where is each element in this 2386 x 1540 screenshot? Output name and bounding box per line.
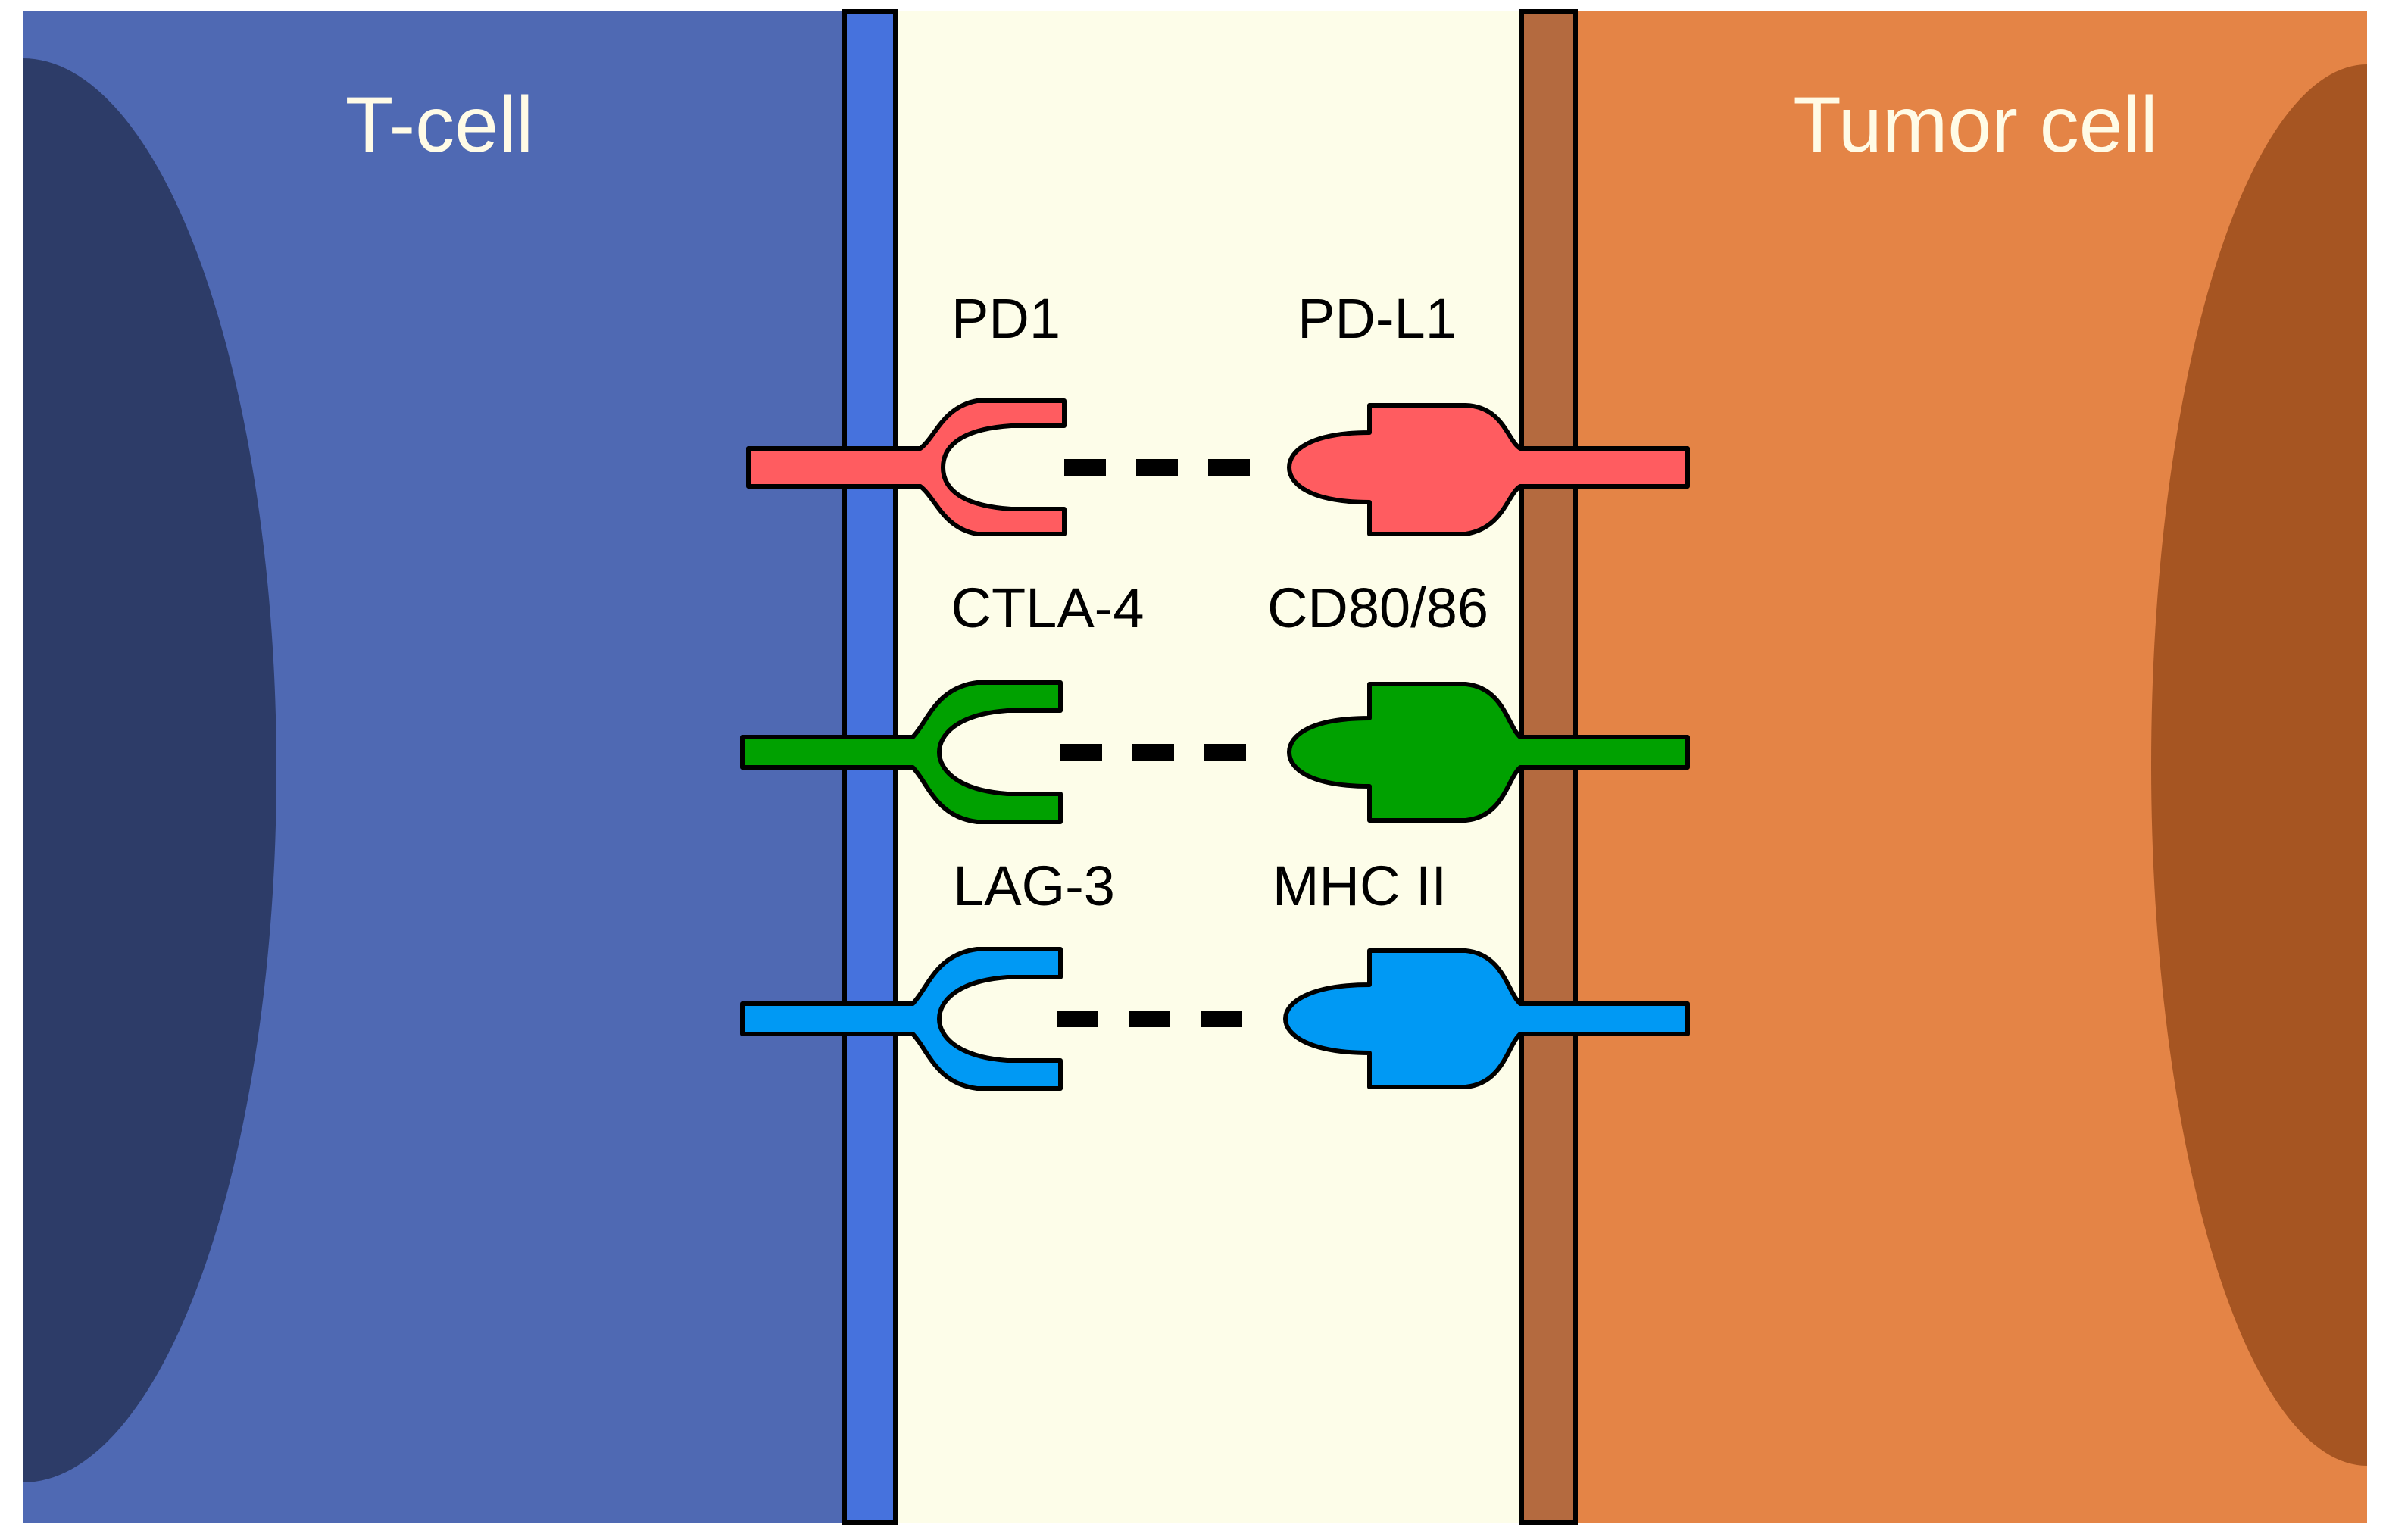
- ligand-label: MHC II: [1273, 854, 1447, 917]
- receptor-label: CTLA-4: [951, 576, 1145, 639]
- pd1-pdl1-pair: PD1 PD-L1: [746, 287, 1690, 536]
- tumor-nucleus: [2151, 64, 2367, 1466]
- ligand-shape: [1287, 403, 1690, 536]
- ligand-shape: [1283, 948, 1690, 1089]
- tcell-nucleus: [23, 58, 276, 1482]
- receptor-shape: [746, 398, 1067, 536]
- ctla4-cd8086-pair: CTLA-4 CD80/86: [740, 576, 1690, 824]
- tumor-cell-label: Tumor cell: [1793, 81, 2158, 169]
- tcell-label: T-cell: [345, 81, 533, 169]
- lag3-mhcii-pair: LAG-3 MHC II: [740, 854, 1690, 1091]
- receptor-shape: [740, 680, 1063, 824]
- ligand-label: CD80/86: [1267, 576, 1488, 639]
- receptor-label: PD1: [951, 287, 1060, 350]
- receptor-label: LAG-3: [953, 854, 1115, 917]
- receptor-shape: [740, 947, 1063, 1091]
- ligand-label: PD-L1: [1298, 287, 1457, 350]
- ligand-shape: [1287, 682, 1690, 823]
